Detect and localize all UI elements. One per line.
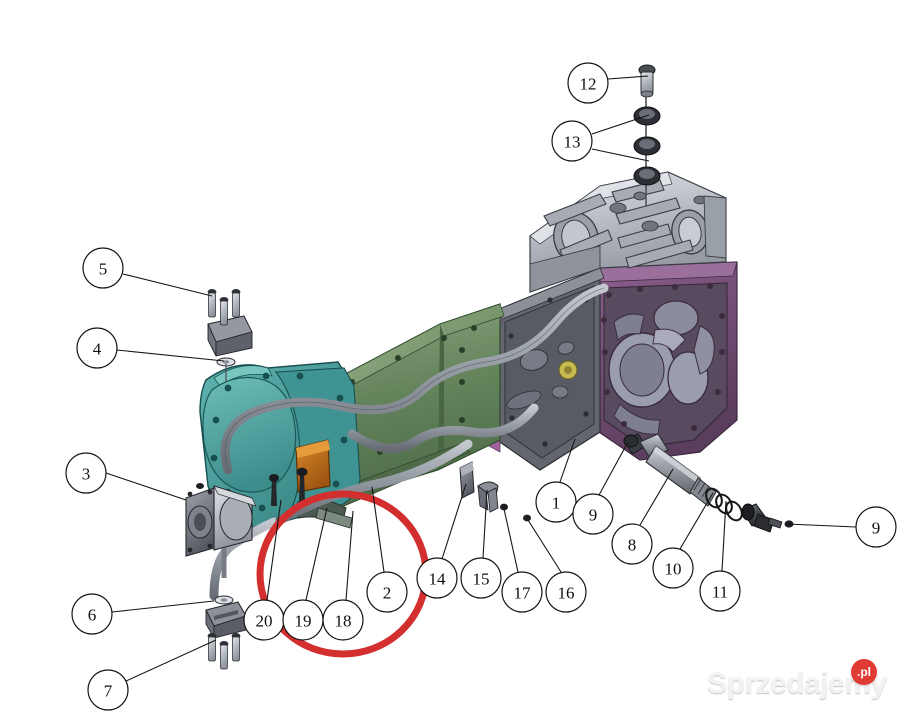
upper-casting-tower — [529, 171, 727, 293]
callout-circle[interactable] — [65, 452, 107, 494]
telescopic-drive-shaft — [623, 433, 794, 533]
callout-circle[interactable] — [535, 481, 577, 523]
callout-label: 12 — [580, 75, 597, 94]
callout-circle[interactable] — [416, 557, 458, 599]
callout-16[interactable]: 16 — [545, 571, 587, 613]
callout-circle[interactable] — [551, 120, 593, 162]
callout-15[interactable]: 15 — [460, 557, 502, 599]
callout-label: 9 — [872, 519, 881, 538]
callout-circle[interactable] — [501, 571, 543, 613]
callout-1[interactable]: 1 — [535, 481, 577, 523]
callout-2[interactable]: 2 — [366, 571, 408, 613]
callout-label: 9 — [589, 506, 598, 525]
rear-flange-purple — [595, 261, 738, 461]
callout-label: 8 — [628, 536, 637, 555]
callout-circle[interactable] — [855, 506, 897, 548]
callout-circle[interactable] — [71, 593, 113, 635]
leader-lines — [105, 75, 857, 682]
callout-label: 3 — [82, 465, 91, 484]
callout-label: 15 — [473, 570, 490, 589]
callout-label: 18 — [335, 612, 352, 631]
callout-11[interactable]: 11 — [699, 570, 741, 612]
callout-circle[interactable] — [366, 571, 408, 613]
callout-circle[interactable] — [87, 669, 129, 711]
callout-20[interactable]: 20 — [243, 599, 285, 641]
callout-label: 16 — [558, 584, 575, 603]
callout-circle[interactable] — [545, 571, 587, 613]
callout-circle[interactable] — [572, 493, 614, 535]
callout-9[interactable]: 9 — [572, 493, 614, 535]
gearbox-assembly-artwork — [185, 64, 794, 670]
callout-3[interactable]: 3 — [65, 452, 107, 494]
pump-mount-bolt — [196, 483, 204, 489]
callout-circle[interactable] — [322, 599, 364, 641]
callout-circle[interactable] — [699, 570, 741, 612]
callout-17[interactable]: 17 — [501, 571, 543, 613]
callout-5[interactable]: 5 — [82, 247, 124, 289]
callout-label: 4 — [93, 340, 102, 359]
callout-6[interactable]: 6 — [71, 593, 113, 635]
callout-label: 14 — [429, 570, 447, 589]
callout-circle[interactable] — [652, 547, 694, 589]
callout-14[interactable]: 14 — [416, 557, 458, 599]
callout-label: 13 — [564, 133, 581, 152]
callout-label: 17 — [514, 584, 532, 603]
small-brackets — [459, 461, 499, 513]
callout-label: 5 — [99, 260, 108, 279]
callout-label: 6 — [88, 606, 97, 625]
callout-label: 7 — [104, 682, 113, 701]
callout-label: 11 — [712, 583, 728, 602]
bolt-set-top — [207, 289, 241, 326]
top-adaptor-and-bolts — [207, 289, 253, 382]
callout-label: 20 — [256, 612, 273, 631]
watermark: Sprzedajemy .pl — [707, 659, 887, 706]
callout-label: 2 — [383, 584, 392, 603]
callout-circle[interactable] — [611, 523, 653, 565]
watermark-badge: .pl — [851, 659, 877, 685]
callout-circle[interactable] — [460, 557, 502, 599]
callout-18[interactable]: 18 — [322, 599, 364, 641]
callout-10[interactable]: 10 — [652, 547, 694, 589]
callout-circle[interactable] — [567, 62, 609, 104]
bottom-adaptor-and-bolts — [205, 595, 247, 670]
hydraulic-pump — [185, 485, 257, 578]
callout-label: 1 — [552, 494, 561, 513]
callout-12[interactable]: 12 — [567, 62, 609, 104]
callout-label: 10 — [665, 560, 682, 579]
callout-9[interactable]: 9 — [855, 506, 897, 548]
face-studs — [269, 467, 308, 506]
callout-label: 19 — [295, 612, 312, 631]
callout-8[interactable]: 8 — [611, 523, 653, 565]
callout-13[interactable]: 13 — [551, 120, 593, 162]
callout-19[interactable]: 19 — [282, 599, 324, 641]
callout-circle[interactable] — [76, 327, 118, 369]
callout-4[interactable]: 4 — [76, 327, 118, 369]
small-plugs — [500, 503, 531, 522]
callout-circle[interactable] — [82, 247, 124, 289]
callout-7[interactable]: 7 — [87, 669, 129, 711]
bolt-set-bottom — [207, 633, 241, 670]
hydraulic-pipes-outline — [224, 287, 605, 471]
